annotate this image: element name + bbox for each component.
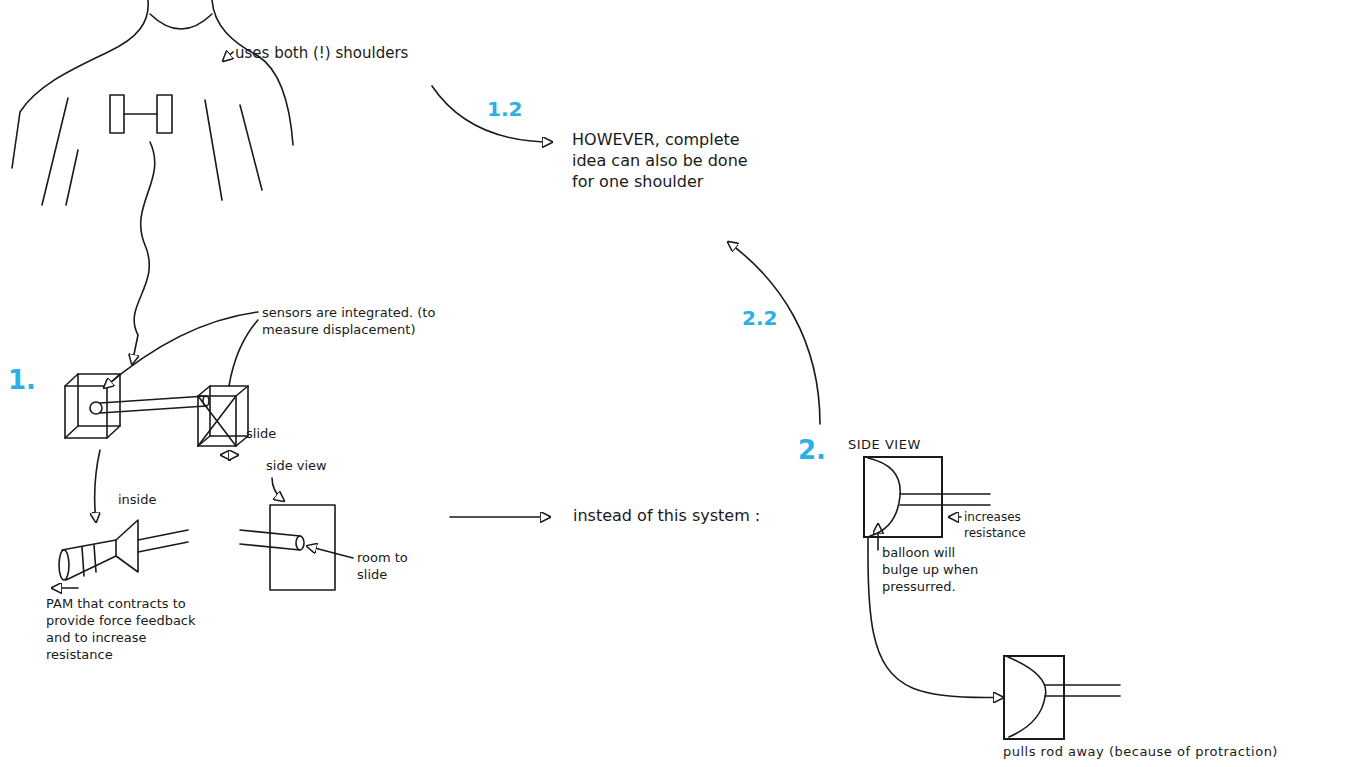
rod	[100, 396, 206, 413]
side-view-box: pulls rod away (because of protraction)	[1003, 655, 1278, 761]
annotation-note: HOWEVER, complete idea can also be done …	[572, 130, 757, 192]
rod	[1045, 695, 1120, 697]
node-caption: SIDE VIEW	[848, 437, 943, 454]
annotation-note: slide	[246, 426, 276, 443]
step-number: 2.	[798, 434, 826, 468]
leader-arrow	[949, 516, 961, 518]
leader-line	[104, 312, 258, 388]
leader-line	[229, 320, 258, 386]
balloon-outline	[1008, 657, 1046, 737]
side-view-box	[863, 456, 943, 538]
annotation-note: instead of this system :	[573, 506, 760, 527]
device-pad	[157, 95, 172, 133]
cube-back	[78, 374, 120, 426]
leader-arrow	[272, 478, 284, 501]
view-label: side view	[266, 458, 327, 475]
cube-diagonals	[198, 396, 236, 446]
pam-stripes	[82, 545, 96, 576]
contract-arrow	[52, 587, 78, 589]
connector-arrow	[868, 538, 1003, 698]
slide-arrow	[221, 454, 238, 456]
device-pad	[110, 95, 124, 133]
leader-arrow	[223, 52, 233, 61]
curved-arrow	[432, 86, 552, 142]
rod	[900, 504, 990, 506]
rod	[138, 530, 188, 552]
annotation-note: inside	[118, 492, 157, 509]
rod	[1045, 684, 1120, 686]
pam-cylinder-end	[59, 550, 69, 580]
annotation-note: PAM that contracts to provide force feed…	[46, 596, 196, 664]
cube-front	[65, 386, 107, 438]
side-view-box: SIDE VIEW	[848, 437, 943, 538]
torso-outline	[12, 0, 148, 168]
leader-arrow	[95, 450, 100, 522]
arm-line	[205, 100, 222, 200]
balloon-outline	[868, 458, 900, 536]
step-number: 2.2	[742, 305, 777, 331]
pam-cylinder	[62, 540, 116, 580]
wavy-arrow	[132, 142, 155, 364]
cube-back	[210, 386, 248, 436]
cube-front	[198, 396, 236, 446]
rod	[900, 493, 990, 495]
cube-edges	[65, 374, 120, 438]
side-view-box	[1003, 655, 1065, 740]
annotation-note: balloon will bulge up when pressurred.	[882, 545, 987, 596]
pam-cone	[116, 520, 138, 572]
transition-arrow	[450, 516, 550, 518]
arm-line	[240, 105, 262, 190]
cube-edges	[198, 386, 248, 446]
rod	[240, 530, 300, 550]
balloon-mechanism	[863, 456, 943, 538]
collar-line	[150, 14, 212, 29]
step-number: 1.2	[487, 96, 522, 122]
device-bar	[124, 113, 157, 115]
annotation-note: increases resistance	[964, 510, 1044, 541]
arm-line	[42, 98, 68, 205]
annotation-note: uses both (!) shoulders	[235, 44, 408, 64]
step-number: 1.	[8, 364, 36, 398]
arm-line	[66, 150, 78, 205]
node-caption: pulls rod away (because of protraction)	[1003, 744, 1278, 761]
annotation-note: room to slide	[357, 550, 427, 584]
balloon-mechanism	[1003, 655, 1065, 740]
rod-end	[296, 536, 304, 550]
leader-arrow	[307, 546, 353, 558]
curved-arrow	[728, 242, 820, 424]
annotation-note: sensors are integrated. (to measure disp…	[262, 305, 442, 339]
torso-outline	[212, 0, 293, 145]
